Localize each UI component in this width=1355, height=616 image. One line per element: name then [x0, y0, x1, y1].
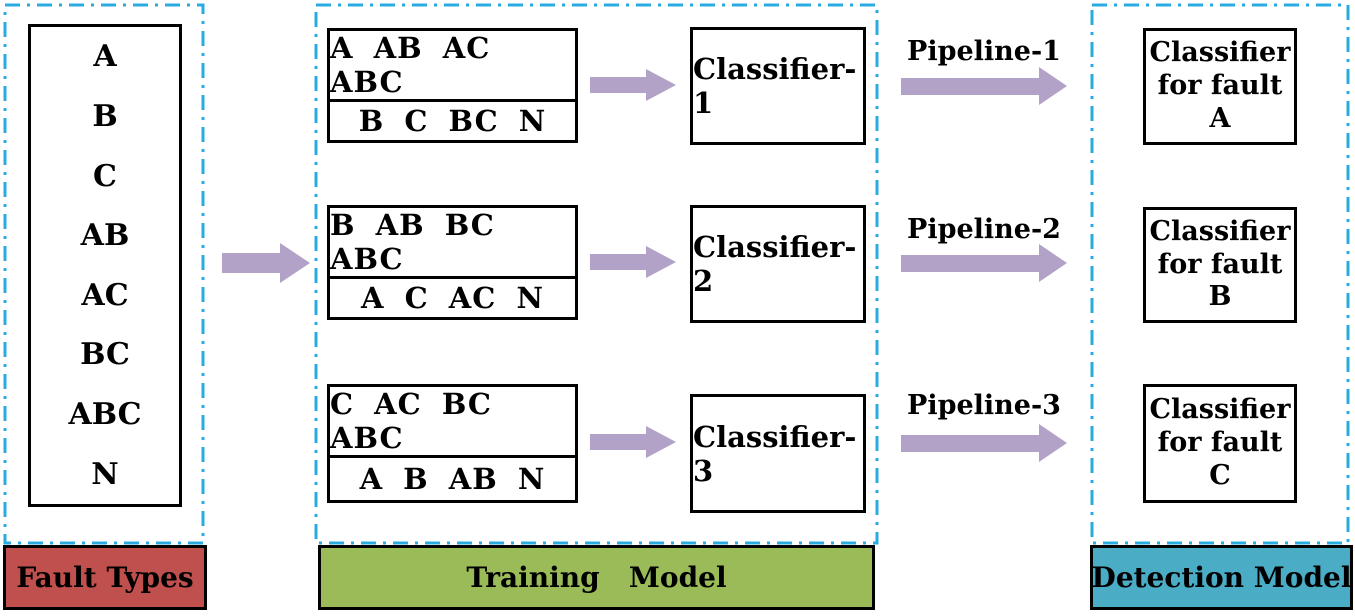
fault-panel-border: [3, 3, 205, 545]
fault-type-item: BC: [80, 337, 130, 373]
pipeline-1-label: Pipeline-1: [907, 36, 1061, 67]
positive-set-1: A AB AC ABC: [330, 31, 575, 102]
arrow-body: [222, 253, 280, 273]
classifier-for-fault-a-box: Classifier for fault A: [1143, 28, 1297, 145]
positive-set-2: B AB BC ABC: [330, 208, 575, 279]
fault-type-item: B: [92, 98, 118, 134]
classifier-2-box: Classifier-2: [690, 205, 866, 323]
training-set-box-2: B AB BC ABC A C AC N: [327, 205, 578, 320]
detection-model-category-label: Detection Model: [1090, 545, 1353, 610]
arrow-head: [280, 243, 310, 283]
negative-set-3: A B AB N: [359, 462, 546, 496]
negative-set-2: A C AC N: [361, 281, 544, 315]
arrow-head: [1039, 424, 1067, 462]
fault-type-item: N: [91, 456, 119, 492]
classifier-for-fault-b-box: Classifier for fault B: [1143, 207, 1297, 323]
arrow-right-icon: [590, 69, 676, 101]
arrow-head: [646, 426, 676, 458]
negative-set-1: B C BC N: [358, 104, 547, 138]
fault-types-box: A B C AB AC BC ABC N: [28, 24, 182, 507]
training-set-box-3: C AC BC ABC A B AB N: [327, 384, 578, 503]
pipeline-1-arrow-icon: [901, 67, 1067, 105]
arrow-head: [1039, 67, 1067, 105]
pipeline-2-arrow-icon: [901, 244, 1067, 282]
classifier-3-box: Classifier-3: [690, 394, 866, 513]
classifier-for-fault-c-box: Classifier for fault C: [1143, 384, 1297, 503]
arrow-right-icon: [222, 243, 310, 283]
arrow-body: [590, 77, 646, 93]
fault-type-item: C: [93, 158, 117, 194]
pipeline-2-label: Pipeline-2: [907, 214, 1061, 245]
fault-type-item: A: [93, 39, 117, 75]
positive-set-3: C AC BC ABC: [330, 387, 575, 458]
arrow-right-icon: [590, 426, 676, 458]
training-set-box-1: A AB AC ABC B C BC N: [327, 28, 578, 143]
training-panel-border: [314, 3, 879, 545]
arrow-body: [901, 434, 1039, 452]
arrow-head: [646, 69, 676, 101]
fault-types-category-label: Fault Types: [3, 545, 207, 610]
pipeline-3-arrow-icon: [901, 424, 1067, 462]
arrow-right-icon: [590, 246, 676, 278]
arrow-head: [1039, 244, 1067, 282]
arrow-body: [901, 77, 1039, 95]
fault-type-item: AB: [80, 218, 130, 254]
arrow-body: [590, 254, 646, 270]
training-model-category-label: Training Model: [318, 545, 875, 610]
arrow-head: [646, 246, 676, 278]
fault-type-item: ABC: [68, 397, 142, 433]
classifier-1-box: Classifier-1: [690, 27, 866, 145]
arrow-body: [590, 434, 646, 450]
detection-panel-border: [1090, 3, 1350, 545]
arrow-body: [901, 254, 1039, 272]
pipeline-3-label: Pipeline-3: [907, 390, 1061, 421]
fault-type-item: AC: [81, 277, 129, 313]
